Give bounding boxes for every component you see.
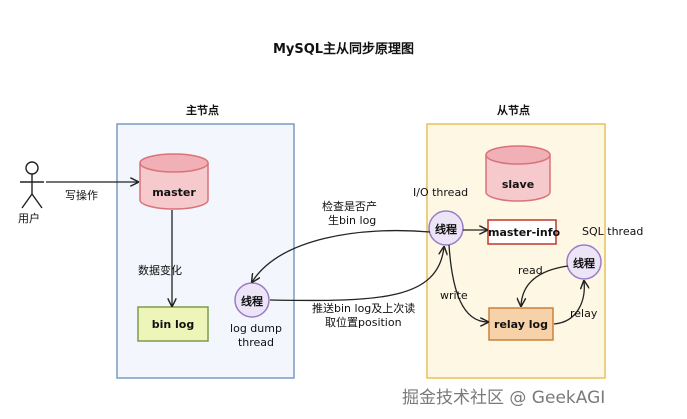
arrow-relay <box>553 281 584 325</box>
read-label: read <box>518 264 543 277</box>
sql-thread-circle <box>566 244 602 280</box>
diagram-title: MySQL主从同步原理图 <box>272 42 415 57</box>
check-binlog-line1: 检查是否产 <box>322 200 377 213</box>
dump-thread-caption-1: log dump <box>230 322 282 335</box>
io-thread-label: 线程 <box>435 223 457 236</box>
push-binlog-line1: 推送bin log及上次读 <box>312 302 416 315</box>
push-binlog-line2: 取位置position <box>325 316 402 329</box>
arrow-read <box>521 265 569 306</box>
master-db-icon <box>139 153 209 210</box>
user-label: 用户 <box>18 212 40 225</box>
io-thread-circle <box>428 210 464 246</box>
binlog-box <box>137 306 209 342</box>
io-thread-caption: I/O thread <box>413 186 469 199</box>
binlog-label: bin log <box>151 318 195 331</box>
arrow-push-binlog <box>269 247 444 302</box>
relay-log-label: relay log <box>494 318 548 331</box>
slave-db-icon <box>485 145 551 202</box>
master-info-box <box>487 219 557 245</box>
sql-thread-caption: SQL thread <box>582 225 644 238</box>
check-binlog-line2: 生bin log <box>328 214 377 227</box>
sql-thread-label: 线程 <box>573 257 595 270</box>
write-label: write <box>440 289 468 302</box>
master-panel-label: 主节点 <box>186 104 219 117</box>
user-icon <box>20 161 44 209</box>
watermark: 掘金技术社区 @ GeekAGI <box>402 388 606 408</box>
slave-panel-label: 从节点 <box>497 104 530 117</box>
dump-thread-label: 线程 <box>241 295 263 308</box>
master-db-label: master <box>152 186 196 199</box>
relay-label: relay <box>570 307 598 320</box>
slave-db-label: slave <box>501 178 535 191</box>
master-info-label: master-info <box>488 226 561 239</box>
arrow-write <box>448 244 488 322</box>
dump-thread-caption-2: thread <box>237 336 275 349</box>
arrow-check-binlog <box>252 229 431 282</box>
data-change-label: 数据变化 <box>138 264 182 277</box>
write-operation-label: 写操作 <box>65 189 98 202</box>
relay-log-box <box>488 307 554 341</box>
